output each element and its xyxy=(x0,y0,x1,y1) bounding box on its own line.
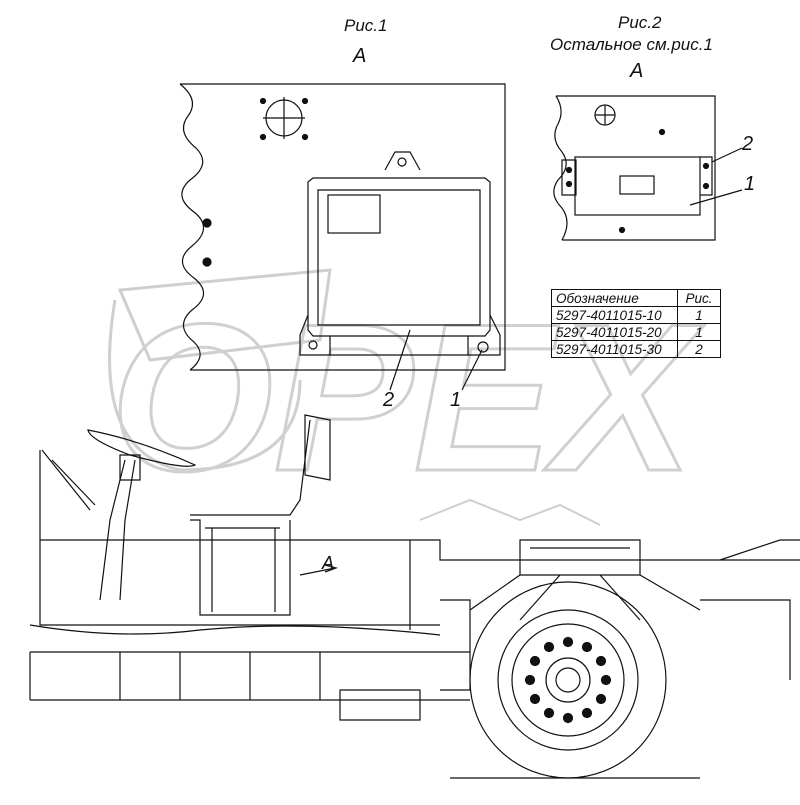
table-header-figure: Рис. xyxy=(677,289,721,307)
truck-chassis xyxy=(29,414,800,721)
table-row: 5297-4011015-30 2 xyxy=(551,340,721,358)
rear-wheel xyxy=(450,581,700,779)
table-cell-designation: 5297-4011015-10 xyxy=(551,306,678,324)
table-cell-figure: 2 xyxy=(677,340,721,358)
figure2-title: Рис.2 xyxy=(618,13,662,32)
figure2-callout-1: 1 xyxy=(744,173,756,195)
designation-table: Обозначение Рис. 5297-4011015-10 1 5297-… xyxy=(551,289,721,358)
figure2-callout-2: 2 xyxy=(742,133,754,155)
figure1-callout-1: 1 xyxy=(450,389,462,411)
table-header-row: Обозначение Рис. xyxy=(551,289,721,307)
figure1-panel xyxy=(179,83,506,391)
figure1-title: Рис.1 xyxy=(344,16,388,35)
table-header-designation: Обозначение xyxy=(551,289,678,307)
figure2-subtitle: Остальное см.рис.1 xyxy=(550,35,713,54)
view-arrow-label: A xyxy=(322,553,335,573)
table-cell-figure: 1 xyxy=(677,323,721,341)
figure1-callout-2: 2 xyxy=(383,389,395,411)
table-cell-designation: 5297-4011015-20 xyxy=(551,323,678,341)
figure1-view-label: А xyxy=(353,45,367,67)
figure2-view-label: А xyxy=(630,60,644,82)
table-row: 5297-4011015-10 1 xyxy=(551,306,721,324)
figure2-panel xyxy=(553,95,743,241)
table-cell-figure: 1 xyxy=(677,306,721,324)
table-row: 5297-4011015-20 1 xyxy=(551,323,721,341)
table-cell-designation: 5297-4011015-30 xyxy=(551,340,678,358)
